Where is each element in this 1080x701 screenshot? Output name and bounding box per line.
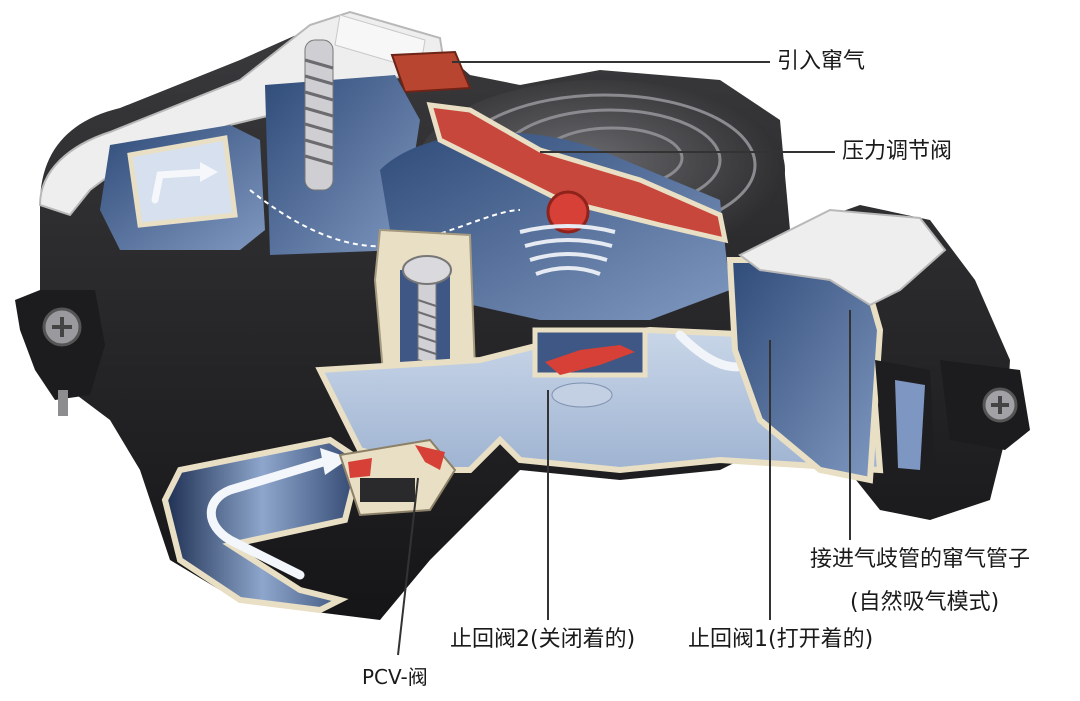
flow-arrow-pipe-icon xyxy=(206,455,335,580)
dashed-flow-path xyxy=(249,189,521,248)
flow-arrow-left-icon xyxy=(151,168,209,204)
leader-lines xyxy=(397,61,851,656)
flow-arrowhead-pipe-icon xyxy=(320,448,350,475)
check-valve-2-stem xyxy=(551,382,613,408)
pcv-valve-seal xyxy=(415,445,445,470)
pressure-valve-diaphragm xyxy=(426,102,729,244)
fresh-air-port xyxy=(390,50,472,94)
label-pcv-valve: PCV-阀 xyxy=(362,665,428,689)
bolt-head-icon xyxy=(402,255,452,285)
spring-coil xyxy=(304,58,334,166)
cone-spring xyxy=(519,224,616,276)
top-cover-left xyxy=(38,10,447,217)
spring-chamber xyxy=(265,75,420,255)
label-pressure-valve: 压力调节阀 xyxy=(842,139,953,164)
valve-cap xyxy=(546,190,590,234)
pcv-valve-seal-2 xyxy=(348,458,372,478)
torx-right-icon xyxy=(991,396,1009,414)
leader-pcv-valve xyxy=(397,477,419,656)
label-check-valve-1: 止回阀1(打开着的) xyxy=(688,627,874,652)
bolt-thread xyxy=(417,299,437,367)
bolt-stud-left xyxy=(58,390,68,416)
check-valve-2-reed xyxy=(545,345,635,375)
pcv-valve-grille xyxy=(360,478,415,502)
label-manifold-pipe: 接进气歧管的窜气管子 xyxy=(810,547,1031,572)
top-cover-right xyxy=(738,208,947,307)
torx-left-icon xyxy=(52,317,72,337)
label-check-valve-2: 止回阀2(关闭着的) xyxy=(450,627,636,652)
label-fresh-air-inlet: 引入窜气 xyxy=(777,49,866,74)
manifold-pipe-insert xyxy=(895,380,925,470)
label-naturally-aspirated: (自然吸气模式) xyxy=(850,590,1000,615)
flow-arrowhead-left-icon xyxy=(200,162,218,182)
left-chamber-inner xyxy=(127,135,238,228)
